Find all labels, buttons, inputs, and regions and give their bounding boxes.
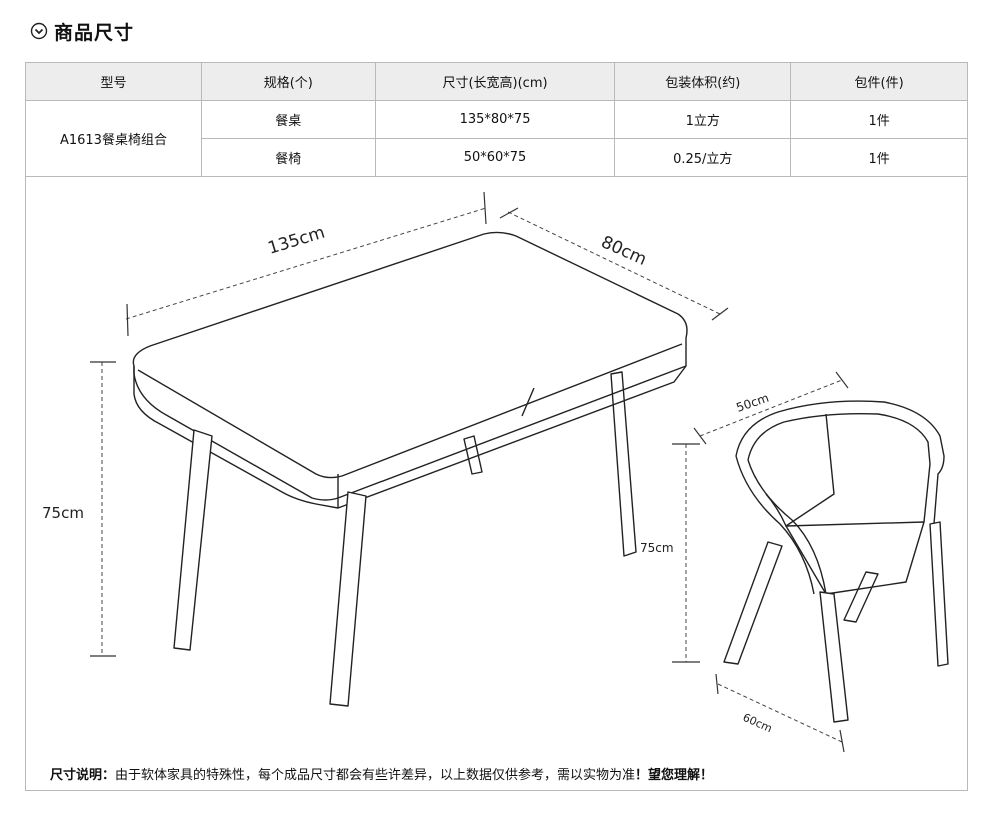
label-chair-height: 75cm [640,541,674,555]
table-top-edge [137,343,683,479]
volume-cell: 0.25/立方 [614,138,792,177]
chevron-down-circle-icon [30,22,48,40]
label-table-width: 80cm [598,232,650,270]
spec-cell: 餐椅 [200,138,376,177]
header-packages: 包件(件) [790,62,968,101]
chair-leg-front-right [819,591,849,723]
chair-arm [735,455,815,595]
header-volume: 包装体积(约) [614,62,792,101]
note-label: 尺寸说明： [50,768,116,783]
header-model: 型号 [25,62,202,101]
table-row: A1613餐桌椅组合 餐桌 135*80*75 1立方 1件 [25,100,968,177]
section-title: 商品尺寸 [54,21,135,44]
table-row: 餐椅 50*60*75 0.25/立方 1件 [26,138,968,177]
chair-seat [785,521,925,595]
dimension-table-length: 135cm [125,191,487,337]
table-apron [133,365,687,509]
label-chair-width: 50cm [734,391,770,415]
chair-leg-back-right [929,521,949,667]
chair-leg-front-left [723,541,783,665]
header-spec: 规格(个) [200,62,376,101]
table-leg-back-left [463,435,483,475]
label-chair-depth: 60cm [741,711,774,735]
dimension-table-height: 75cm [42,361,116,657]
table-top [132,231,688,501]
dimension-chair-depth: 60cm [715,673,845,753]
chair-leg-back-left [843,571,879,623]
note-emphasis: ！望您理解！ [635,768,714,783]
label-table-height: 75cm [42,504,84,522]
chair-back-panel [765,413,835,527]
furniture-diagram: .furn { fill: none; stroke: #222; stroke… [42,191,949,753]
dimension-table-width: 80cm [499,207,729,321]
spec-cell: 餐桌 [200,100,376,139]
table-drawer [521,387,535,417]
label-table-length: 135cm [266,223,328,259]
chair-backrest-inner [747,412,931,523]
spec-table: 型号 规格(个) 尺寸(长宽高)(cm) 包装体积(约) 包件(件) A1613… [25,62,968,177]
dimension-drawing: .furn { fill: none; stroke: #222; stroke… [25,174,968,791]
size-cell: 135*80*75 [374,100,616,139]
size-cell: 50*60*75 [374,138,616,177]
table-leg-front-right [329,491,367,707]
table-leg-front-left [173,429,213,651]
dining-chair-drawing [723,400,949,723]
note-text: 由于软体家具的特殊性，每个成品尺寸都会有些许差异，以上数据仅供参考，需以实物为准 [115,768,636,783]
section-header: 商品尺寸 [30,14,134,48]
dining-table-drawing [132,231,688,707]
size-note: 尺寸说明：由于软体家具的特殊性，每个成品尺寸都会有些许差异，以上数据仅供参考，需… [50,764,713,783]
packages-cell: 1件 [790,100,968,139]
table-header-row: 型号 规格(个) 尺寸(长宽高)(cm) 包装体积(约) 包件(件) [25,62,968,101]
table-leg-back-right [610,371,637,557]
chair-backrest [735,400,945,525]
dimension-chair-height: 75cm [640,443,700,663]
header-size: 尺寸(长宽高)(cm) [374,62,616,101]
chair-arm-inner [747,459,827,595]
model-cell: A1613餐桌椅组合 [25,100,202,177]
volume-cell: 1立方 [614,100,792,139]
dimension-chair-width: 50cm [693,371,849,445]
packages-cell: 1件 [790,138,968,177]
